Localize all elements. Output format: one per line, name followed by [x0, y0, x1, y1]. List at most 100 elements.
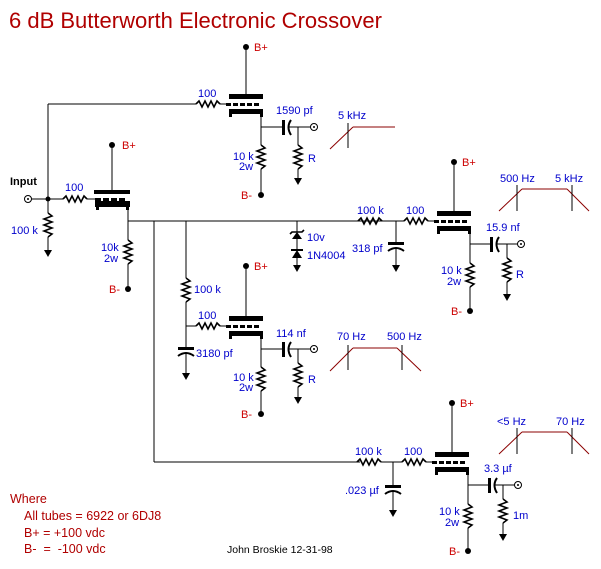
lower-mid-grid-resistor-label: 100	[198, 310, 216, 322]
upper-mid-load-resistor	[500, 257, 514, 283]
low-series-resistor-label: 100 k	[355, 446, 382, 458]
diagram-title: 6 dB Butterworth Electronic Crossover	[9, 8, 382, 33]
lower-mid-shunt-cap-label: 3180 pf	[196, 348, 234, 360]
low-response-label-low: <5 Hz	[497, 416, 526, 428]
input-grid-resistor-label: 100	[65, 182, 83, 194]
bplus-label: B+	[122, 140, 136, 152]
lower-mid-response-curve: 70 Hz 500 Hz	[329, 331, 422, 372]
high-tube	[226, 94, 263, 117]
upper-mid-response-label-low: 500 Hz	[500, 173, 535, 185]
buffer-tube	[94, 190, 130, 210]
upper-mid-shunt-cap-label: 318 pf	[352, 243, 384, 255]
upper-mid-coupling-cap-label: 15.9 nf	[486, 222, 521, 234]
low-shunt-cap-label: .023 µf	[345, 485, 380, 497]
low-bminus-label: B-	[449, 546, 460, 558]
low-load-resistor	[496, 498, 510, 524]
upper-mid-bminus-label: B-	[451, 306, 462, 318]
lower-mid-output-jack-icon	[310, 345, 318, 353]
zener-diode-icon	[289, 229, 305, 239]
diode-icon	[291, 249, 303, 258]
high-grid-resistor-label: 100	[198, 88, 216, 100]
upper-mid-grid-resistor	[403, 216, 429, 226]
input-shunt-resistor-label: 100 k	[11, 225, 38, 237]
input-shunt-resistor	[41, 212, 55, 238]
low-shunt-capacitor	[384, 485, 402, 495]
notes: Where All tubes = 6922 or 6DJ8 B+ = +100…	[10, 492, 161, 556]
upper-mid-cathode-resistor-label: 10 k	[441, 265, 462, 277]
high-load-label: R	[308, 153, 316, 165]
upper-mid-response-curve: 500 Hz 5 kHz	[498, 173, 590, 212]
buffer-cathode-resistor-power: 2w	[104, 253, 118, 265]
ground-icon	[44, 250, 52, 257]
input-label: Input	[10, 176, 37, 188]
bplus-terminal	[109, 142, 115, 148]
lower-mid-coupling-cap-label: 114 nf	[276, 328, 307, 340]
lower-mid-response-label-high: 500 Hz	[387, 331, 422, 343]
high-coupling-capacitor	[282, 119, 292, 136]
lower-mid-load-resistor	[291, 362, 305, 388]
bminus-terminal	[125, 286, 131, 292]
lower-mid-bminus-label: B-	[241, 409, 252, 421]
notes-heading: Where	[10, 492, 47, 506]
low-grid-resistor	[401, 457, 427, 467]
buffer-cathode-resistor-label: 10k	[101, 242, 119, 254]
channel-upper-mid: 10v 1N4004 100 k 318 pf 100	[289, 157, 590, 318]
zener-label: 10v	[307, 232, 325, 244]
low-series-resistor	[356, 457, 382, 467]
lower-mid-series-resistor-label: 100 k	[194, 284, 221, 296]
channel-low: 100 k .023 µf 100 B+	[345, 398, 590, 558]
low-output-jack-icon	[514, 481, 522, 489]
upper-mid-response-label-high: 5 kHz	[555, 173, 583, 185]
upper-mid-cathode-resistor	[463, 262, 477, 288]
input-jack-icon	[24, 195, 32, 203]
lower-mid-grid-resistor	[195, 321, 221, 331]
author-credit: John Broskie 12-31-98	[227, 544, 333, 556]
notes-line: B+ = +100 vdc	[24, 526, 105, 540]
buffer-cathode-resistor	[121, 239, 135, 265]
high-output-jack-icon	[310, 123, 318, 131]
low-cathode-resistor	[461, 503, 475, 529]
high-load-resistor	[291, 144, 305, 170]
upper-mid-series-resistor-label: 100 k	[357, 205, 384, 217]
high-response-label: 5 kHz	[338, 110, 366, 122]
lower-mid-bplus-label: B+	[254, 261, 268, 273]
channel-lower-mid: 100 k 100 3180 pf B+	[177, 261, 422, 421]
low-response-label-high: 70 Hz	[556, 416, 585, 428]
diode-label: 1N4004	[307, 250, 346, 262]
upper-mid-series-resistor	[357, 216, 383, 226]
lower-mid-coupling-capacitor	[282, 341, 292, 358]
upper-mid-shunt-capacitor	[387, 242, 405, 252]
lower-mid-tube	[226, 316, 263, 339]
high-grid-resistor	[195, 99, 221, 109]
low-response-curve: <5 Hz 70 Hz	[497, 416, 590, 455]
bminus-label: B-	[109, 284, 120, 296]
upper-mid-load-label: R	[516, 269, 524, 281]
high-cathode-resistor-power: 2w	[239, 161, 253, 173]
upper-mid-bplus-label: B+	[462, 157, 476, 169]
upper-mid-tube	[434, 211, 471, 234]
upper-mid-cathode-resistor-power: 2w	[447, 276, 461, 288]
low-coupling-capacitor	[488, 477, 498, 494]
high-cathode-resistor	[254, 144, 268, 170]
lower-mid-load-label: R	[308, 374, 316, 386]
high-response-curve: 5 kHz	[329, 110, 395, 150]
low-grid-resistor-label: 100	[404, 446, 422, 458]
upper-mid-coupling-capacitor	[490, 236, 500, 253]
lower-mid-shunt-capacitor	[177, 347, 195, 357]
low-tube	[432, 452, 469, 475]
low-bplus-label: B+	[460, 398, 474, 410]
notes-line: B- = -100 vdc	[24, 542, 106, 556]
low-cathode-resistor-label: 10 k	[439, 506, 460, 518]
input-grid-resistor	[62, 194, 88, 204]
high-cathode-resistor-label: 10 k	[233, 151, 254, 163]
high-bminus-label: B-	[241, 190, 252, 202]
low-coupling-cap-label: 3.3 µf	[484, 463, 513, 475]
low-load-label: 1m	[513, 510, 528, 522]
lower-mid-cathode-resistor-label: 10 k	[233, 372, 254, 384]
lower-mid-series-resistor	[179, 277, 193, 303]
high-coupling-cap-label: 1590 pf	[276, 105, 314, 117]
low-cathode-resistor-power: 2w	[445, 517, 459, 529]
lower-mid-response-label-low: 70 Hz	[337, 331, 366, 343]
notes-line: All tubes = 6922 or 6DJ8	[24, 509, 161, 523]
